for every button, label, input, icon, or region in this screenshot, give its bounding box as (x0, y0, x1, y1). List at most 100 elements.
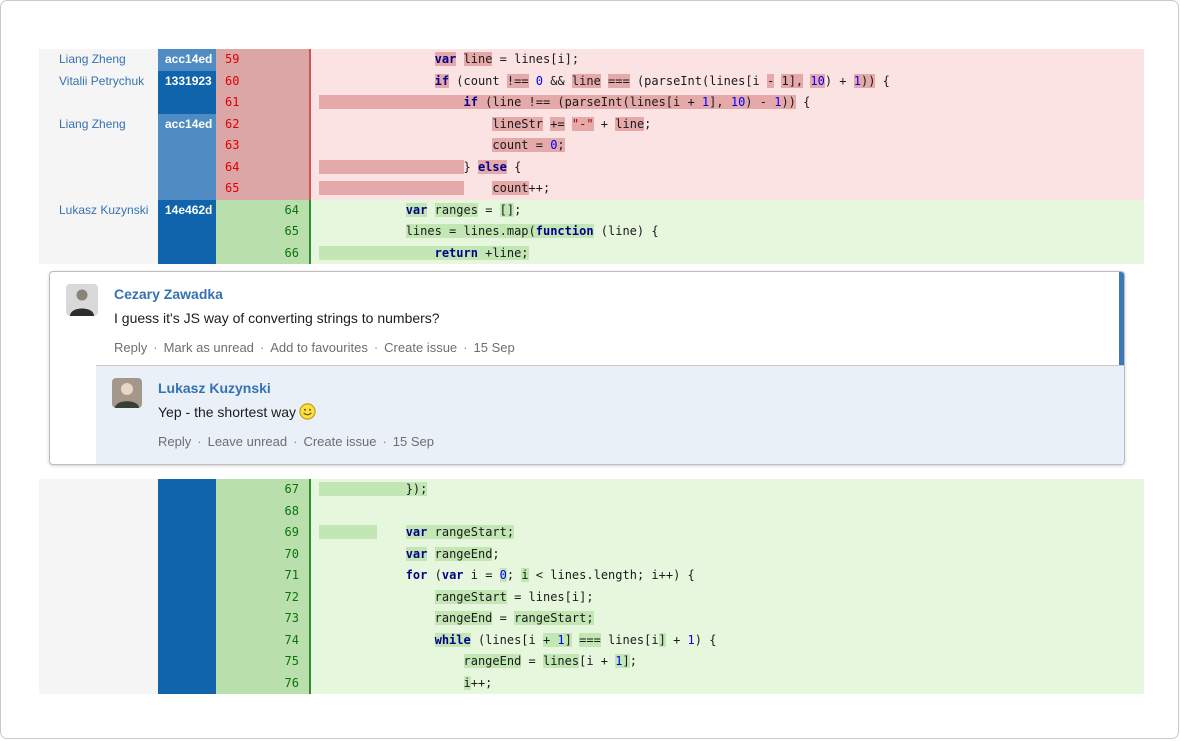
new-line-number[interactable]: 71 (216, 565, 309, 587)
smiley-icon (299, 403, 316, 420)
code-line[interactable]: count++; (311, 178, 1144, 200)
code-line[interactable]: }); (311, 479, 1144, 501)
gutter-divider (309, 543, 311, 565)
code-line[interactable]: rangeEnd = lines[i + 1]; (311, 651, 1144, 673)
code-line[interactable]: var rangeEnd; (311, 543, 1144, 565)
avatar (66, 284, 98, 316)
action-reply[interactable]: Reply (114, 340, 148, 355)
new-line-number[interactable]: 70 (216, 543, 309, 565)
gutter-divider (309, 113, 311, 135)
blame-author[interactable]: Liang Zheng (39, 113, 158, 135)
gutter-divider (309, 500, 311, 522)
diff-row-add-68: 68 (39, 500, 1144, 522)
blame-author[interactable]: Lukasz Kuzynski (39, 199, 158, 221)
commit-hash (158, 651, 216, 673)
code-line[interactable]: var ranges = []; (311, 199, 1144, 221)
commit-hash (158, 242, 216, 264)
old-line-number[interactable]: 65 (216, 178, 309, 200)
comment-author: Lukasz Kuzynski (158, 380, 271, 396)
commit-hash[interactable]: 1331923 (158, 70, 216, 92)
action-mark-as-unread[interactable]: Mark as unread (163, 340, 254, 355)
action-leave-unread[interactable]: Leave unread (207, 434, 288, 449)
code-line[interactable]: i++; (311, 672, 1144, 694)
old-line-number[interactable]: 62 (216, 113, 309, 135)
blame-author (39, 242, 158, 264)
separator-dot: · (153, 340, 158, 355)
new-line-number[interactable]: 76 (216, 672, 309, 694)
blame-author (39, 629, 158, 651)
code-line[interactable] (311, 500, 1144, 522)
blame-author (39, 543, 158, 565)
old-line-number[interactable]: 59 (216, 49, 309, 71)
new-line-number[interactable]: 68 (216, 500, 309, 522)
commit-hash[interactable]: 14e462d (158, 199, 216, 221)
diff-row-add-71: 71 for (var i = 0; i < lines.length; i++… (39, 565, 1144, 587)
commit-hash (158, 221, 216, 243)
new-line-number[interactable]: 72 (216, 586, 309, 608)
commit-hash[interactable]: acc14ed (158, 113, 216, 135)
action-reply[interactable]: Reply (158, 434, 192, 449)
code-line[interactable]: rangeEnd = rangeStart; (311, 608, 1144, 630)
diff-row-del-61: 61 if (line !== (parseInt(lines[i + 1], … (39, 92, 1144, 114)
diff-row-add-75: 75 rangeEnd = lines[i + 1]; (39, 651, 1144, 673)
new-line-number[interactable]: 74 (216, 629, 309, 651)
old-line-number[interactable]: 61 (216, 92, 309, 114)
action-add-to-favourites[interactable]: Add to favourites (270, 340, 368, 355)
action-create-issue[interactable]: Create issue (384, 340, 458, 355)
code-line[interactable]: for (var i = 0; i < lines.length; i++) { (311, 565, 1144, 587)
new-line-number[interactable]: 66 (216, 242, 309, 264)
blame-author (39, 135, 158, 157)
gutter-divider (309, 49, 311, 71)
action-create-issue[interactable]: Create issue (303, 434, 377, 449)
gutter-divider (309, 92, 311, 114)
new-line-number[interactable]: 69 (216, 522, 309, 544)
blame-author (39, 608, 158, 630)
code-line[interactable]: if (count !== 0 && line === (parseInt(li… (311, 70, 1144, 92)
code-line[interactable]: rangeStart = lines[i]; (311, 586, 1144, 608)
new-line-number[interactable]: 64 (216, 199, 309, 221)
commit-hash (158, 135, 216, 157)
blame-author (39, 672, 158, 694)
gutter-divider (309, 608, 311, 630)
blame-author[interactable]: Vitalii Petrychuk (39, 70, 158, 92)
diff-row-add-66: 66 return +line; (39, 242, 1144, 264)
diff-row-add-72: 72 rangeStart = lines[i]; (39, 586, 1144, 608)
code-line[interactable]: } else { (311, 156, 1144, 178)
old-line-number[interactable]: 63 (216, 135, 309, 157)
commit-hash (158, 672, 216, 694)
code-line[interactable]: lines = lines.map(function (line) { (311, 221, 1144, 243)
blame-author[interactable]: Liang Zheng (39, 49, 158, 71)
new-line-number[interactable]: 75 (216, 651, 309, 673)
code-line[interactable]: if (line !== (parseInt(lines[i + 1], 10)… (311, 92, 1144, 114)
gutter-divider (309, 629, 311, 651)
code-line[interactable]: while (lines[i + 1] === lines[i] + 1) { (311, 629, 1144, 651)
new-line-number[interactable]: 65 (216, 221, 309, 243)
comment-date: 15 Sep (473, 340, 515, 355)
commit-hash (158, 479, 216, 501)
gutter-divider (309, 242, 311, 264)
blame-author (39, 92, 158, 114)
comment-body-wrap: Cezary Zawadka I guess it's JS way of co… (114, 284, 515, 355)
commit-hash[interactable]: acc14ed (158, 49, 216, 71)
code-line[interactable]: var line = lines[i]; (311, 49, 1144, 71)
code-line[interactable]: count = 0; (311, 135, 1144, 157)
code-line[interactable]: lineStr += "-" + line; (311, 113, 1144, 135)
old-line-number[interactable]: 64 (216, 156, 309, 178)
diff-row-add-74: 74 while (lines[i + 1] === lines[i] + 1)… (39, 629, 1144, 651)
gutter-divider (309, 479, 311, 501)
commit-hash (158, 500, 216, 522)
comment-main: Cezary Zawadka I guess it's JS way of co… (50, 272, 1124, 365)
comment-body-wrap: Lukasz Kuzynski Yep - the shortest way R… (158, 378, 434, 449)
new-line-number[interactable]: 73 (216, 608, 309, 630)
code-line[interactable]: return +line; (311, 242, 1144, 264)
new-line-number[interactable]: 67 (216, 479, 309, 501)
old-line-number[interactable]: 60 (216, 70, 309, 92)
diff-row-del-65: 65 count++; (39, 178, 1144, 200)
gutter-divider (309, 565, 311, 587)
separator-dot: · (293, 434, 298, 449)
comment-actions: Reply·Mark as unread·Add to favourites·C… (114, 340, 515, 355)
diff-row-add-67: 67 }); (39, 479, 1144, 501)
code-line[interactable]: var rangeStart; (311, 522, 1144, 544)
